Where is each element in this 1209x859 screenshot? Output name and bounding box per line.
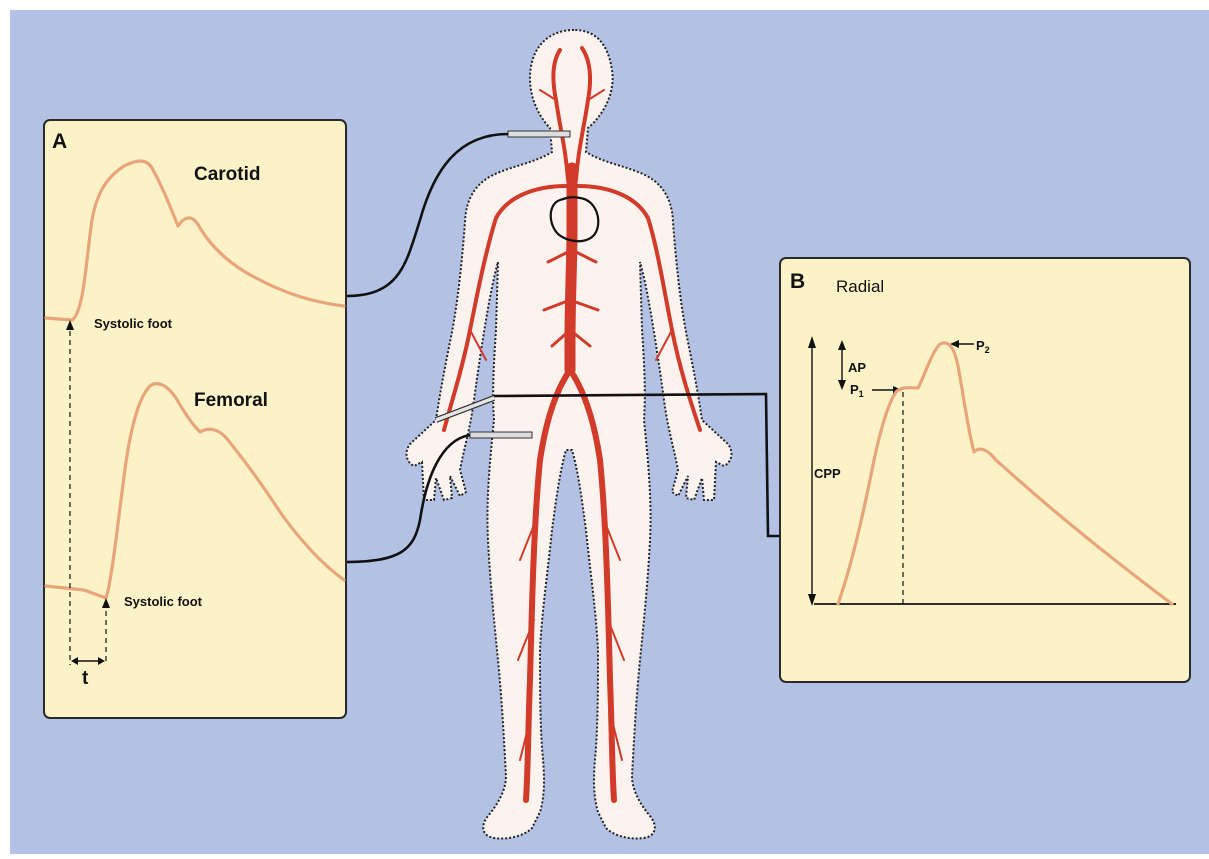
cpp-label: CPP (814, 466, 841, 481)
femoral-probe (470, 432, 532, 438)
radial-title: Radial (836, 277, 884, 296)
carotid-probe (508, 131, 570, 137)
carotid-label: Carotid (194, 164, 261, 185)
systolic-foot-label-2: Systolic foot (124, 594, 203, 609)
panel-b-letter: B (790, 270, 805, 293)
femoral-label: Femoral (194, 390, 268, 411)
panel-a-frame (44, 120, 346, 718)
systolic-foot-label-1: Systolic foot (94, 316, 173, 331)
panel-b: B Radial CPP AP P1 P2 (780, 258, 1190, 682)
panel-b-frame (780, 258, 1190, 682)
transit-time-label: t (82, 668, 89, 689)
panel-a-letter: A (52, 130, 67, 153)
panel-a: A Carotid Systolic foot Femoral Systolic… (44, 120, 346, 718)
ap-label: AP (848, 360, 866, 375)
